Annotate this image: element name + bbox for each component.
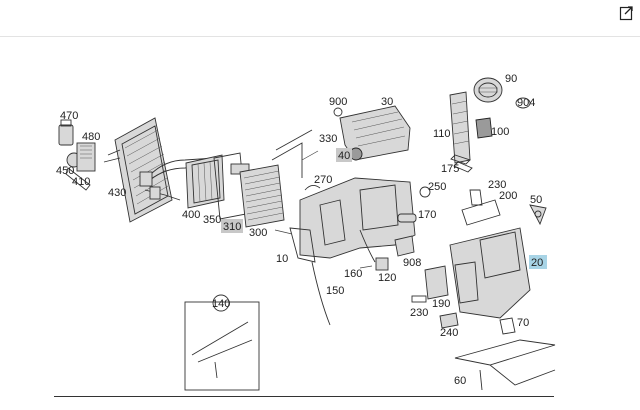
callout-430[interactable]: 430 — [108, 187, 126, 199]
callout-350[interactable]: 350 — [203, 214, 221, 226]
blower-motor-90-part[interactable] — [473, 77, 503, 103]
callout-10[interactable]: 10 — [276, 253, 288, 265]
callout-908[interactable]: 908 — [403, 257, 421, 269]
callout-110[interactable]: 110 — [433, 128, 451, 140]
footer-divider — [54, 396, 554, 397]
resistor-100-part[interactable] — [475, 117, 493, 139]
wire-160-part[interactable] — [359, 229, 376, 269]
air-duct-110-part[interactable] — [449, 91, 471, 164]
sensor-908-part[interactable] — [394, 235, 415, 257]
callout-160[interactable]: 160 — [344, 268, 362, 280]
callout-20[interactable]: 20 — [531, 257, 543, 269]
grommet-250-part[interactable] — [419, 186, 431, 198]
screw-230-part[interactable] — [411, 295, 427, 303]
actuator-50-part[interactable] — [529, 204, 547, 226]
callout-300[interactable]: 300 — [249, 227, 267, 239]
callout-100[interactable]: 100 — [491, 126, 509, 138]
header-divider — [0, 36, 640, 37]
clip-904-part[interactable] — [515, 97, 531, 109]
hose-170-part[interactable] — [397, 213, 417, 223]
callout-904[interactable]: 904 — [517, 97, 535, 109]
heater-core-part[interactable] — [103, 117, 173, 223]
bracket-60-part[interactable] — [454, 339, 556, 391]
callout-480[interactable]: 480 — [82, 131, 100, 143]
drain-70-part[interactable] — [499, 317, 516, 335]
export-icon — [619, 6, 633, 21]
callout-90[interactable]: 90 — [505, 73, 517, 85]
callout-410[interactable]: 410 — [72, 176, 90, 188]
callout-250[interactable]: 250 — [428, 181, 446, 193]
callout-310-highlight — [221, 219, 243, 233]
blower-housing-30-part[interactable] — [333, 105, 411, 161]
callout-230-top[interactable]: 230 — [488, 179, 506, 191]
callout-450[interactable]: 450 — [56, 165, 74, 177]
callout-40[interactable]: 40 — [338, 150, 350, 162]
callout-175[interactable]: 175 — [441, 163, 459, 175]
callout-200[interactable]: 200 — [499, 190, 517, 202]
export-button[interactable] — [619, 5, 635, 21]
callout-150[interactable]: 150 — [326, 285, 344, 297]
callout-30[interactable]: 30 — [381, 96, 393, 108]
filter-350-part[interactable] — [185, 154, 225, 209]
callout-230-bottom[interactable]: 230 — [410, 307, 428, 319]
callout-50[interactable]: 50 — [530, 194, 542, 206]
callout-900[interactable]: 900 — [329, 96, 347, 108]
callout-170[interactable]: 170 — [418, 209, 436, 221]
callout-400[interactable]: 400 — [182, 209, 200, 221]
wiring-harness-140-inset[interactable] — [184, 294, 260, 391]
callout-140[interactable]: 140 — [212, 298, 230, 310]
callout-270[interactable]: 270 — [314, 174, 332, 186]
callout-240[interactable]: 240 — [440, 327, 458, 339]
seal-175-part[interactable] — [450, 154, 473, 173]
callout-330[interactable]: 330 — [319, 133, 337, 145]
callout-20-highlight — [529, 255, 547, 269]
bracket-240-part[interactable] — [439, 312, 459, 329]
connector-120-part[interactable] — [375, 257, 389, 271]
hvac-housing-10-part[interactable] — [274, 177, 416, 326]
filter-300-part[interactable] — [239, 164, 285, 228]
evaporator-housing-20-part[interactable] — [449, 189, 531, 319]
callout-470[interactable]: 470 — [60, 110, 78, 122]
clamp-270-part[interactable] — [304, 185, 321, 191]
bracket-330-part[interactable] — [271, 129, 319, 178]
callout-190[interactable]: 190 — [432, 298, 450, 310]
callout-120[interactable]: 120 — [378, 272, 396, 284]
callout-60[interactable]: 60 — [454, 375, 466, 387]
callout-310[interactable]: 310 — [223, 221, 241, 233]
expansion-valve-part[interactable] — [58, 119, 96, 191]
pipe-assembly-part[interactable] — [139, 157, 216, 201]
servo-190-part[interactable] — [424, 265, 449, 300]
callout-40-highlight — [336, 148, 352, 162]
callout-70[interactable]: 70 — [517, 317, 529, 329]
